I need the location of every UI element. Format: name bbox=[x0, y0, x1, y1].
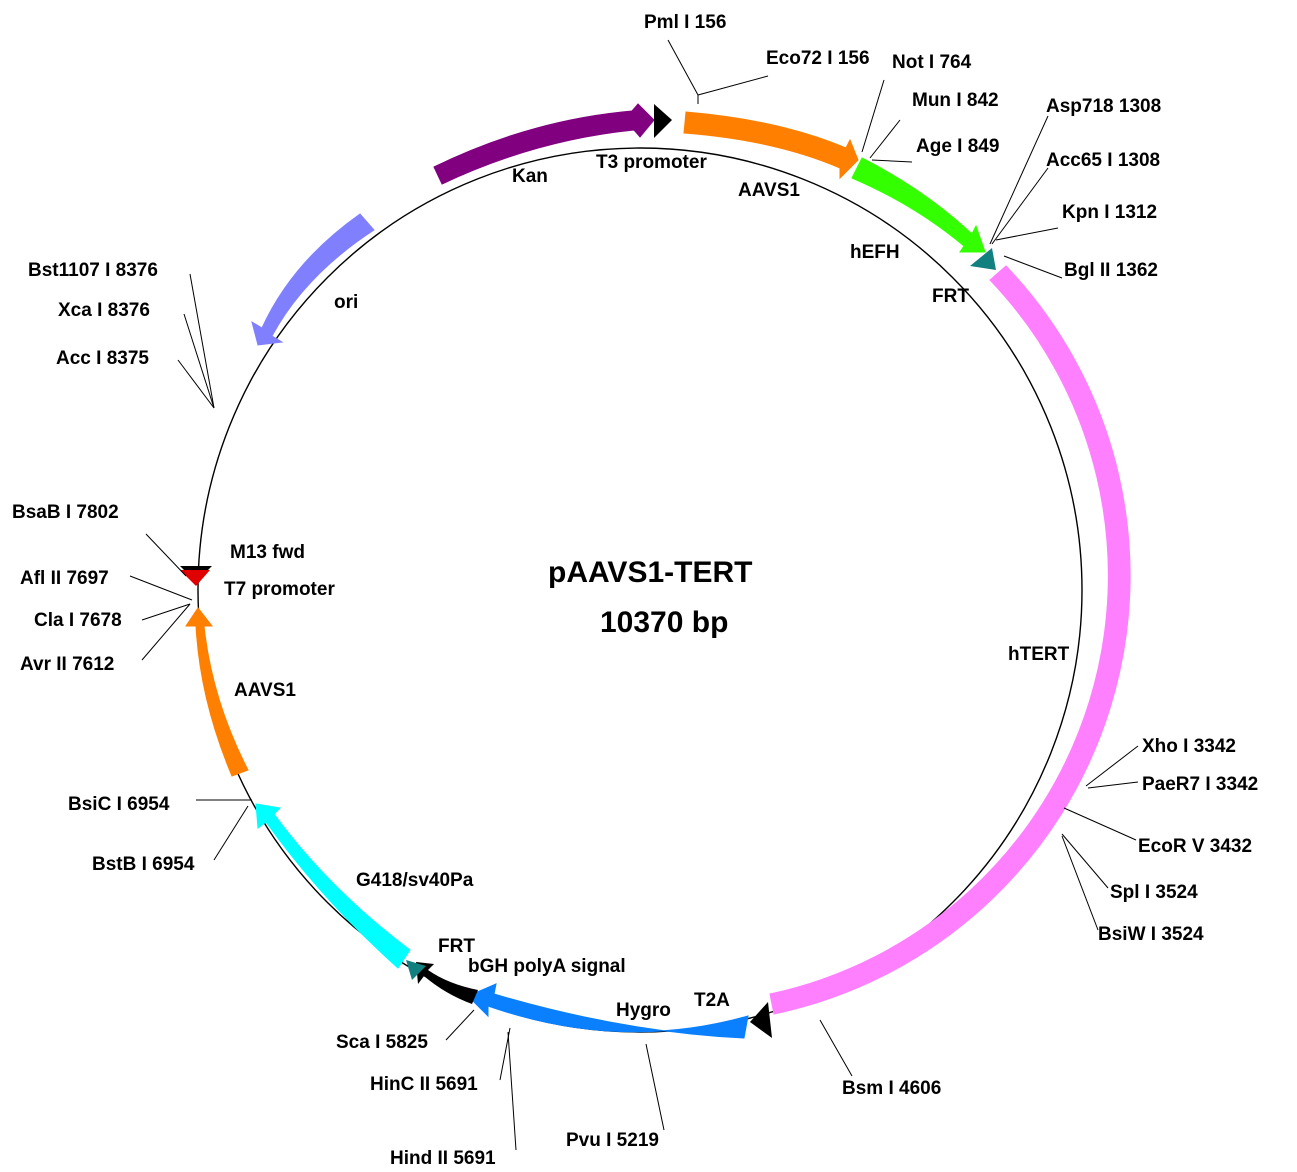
hygro-label: Hygro bbox=[616, 1000, 671, 1021]
aavs1-left-label: AAVS1 bbox=[234, 680, 296, 701]
site-xho: Xho I 3342 bbox=[1142, 736, 1236, 757]
site-pml: Pml I 156 bbox=[644, 12, 726, 33]
site-pvu: Pvu I 5219 bbox=[566, 1130, 659, 1151]
site-mun: Mun I 842 bbox=[912, 90, 999, 111]
site-leader-lines bbox=[129, 39, 1139, 1151]
t2a-label: T2A bbox=[694, 990, 730, 1011]
site-hinc: HinC II 5691 bbox=[370, 1074, 478, 1095]
site-not: Not I 764 bbox=[892, 52, 972, 73]
frt-bottom-label: FRT bbox=[438, 936, 475, 957]
site-bsm: Bsm I 4606 bbox=[842, 1078, 941, 1099]
aavs1-top-label: AAVS1 bbox=[738, 180, 800, 201]
site-spl: Spl I 3524 bbox=[1110, 882, 1198, 903]
kan-feature-arrow[interactable] bbox=[433, 103, 655, 185]
bgh-polya-label: bGH polyA signal bbox=[468, 956, 626, 977]
aavs1-top-feature-arrow[interactable] bbox=[683, 111, 859, 180]
t2a-feature-arrow[interactable] bbox=[750, 1002, 772, 1038]
site-age: Age I 849 bbox=[916, 136, 999, 157]
g418-feature-arrow[interactable] bbox=[255, 803, 411, 969]
frt-top-label: FRT bbox=[932, 286, 969, 307]
ori-feature-arrow[interactable] bbox=[251, 213, 375, 346]
plasmid-size: 10370 bp bbox=[600, 606, 728, 639]
bgh-polya-feature-arrow[interactable] bbox=[416, 962, 478, 1004]
site-sca: Sca I 5825 bbox=[336, 1032, 428, 1053]
site-bsiw: BsiW I 3524 bbox=[1098, 924, 1204, 945]
plasmid-name: pAAVS1-TERT bbox=[548, 556, 752, 589]
site-bgl: Bgl II 1362 bbox=[1064, 260, 1158, 281]
site-acc65: Acc65 I 1308 bbox=[1046, 150, 1160, 171]
htert-feature-arrow[interactable] bbox=[769, 265, 1131, 1015]
site-kpn: Kpn I 1312 bbox=[1062, 202, 1157, 223]
site-bstb: BstB I 6954 bbox=[92, 854, 195, 875]
hefh-feature-arrow[interactable] bbox=[851, 157, 986, 253]
t7-promoter-label: T7 promoter bbox=[224, 579, 335, 600]
site-bsab: BsaB I 7802 bbox=[12, 502, 119, 523]
site-paer7: PaeR7 I 3342 bbox=[1142, 774, 1258, 795]
site-asp718: Asp718 1308 bbox=[1046, 96, 1161, 117]
g418-label: G418/sv40Pa bbox=[356, 870, 474, 891]
t3-promoter-feature-arrow[interactable] bbox=[654, 104, 672, 138]
t3-promoter-label: T3 promoter bbox=[596, 152, 707, 173]
site-xca: Xca I 8376 bbox=[58, 300, 150, 321]
kan-label: Kan bbox=[512, 166, 548, 187]
m13-fwd-label: M13 fwd bbox=[230, 542, 305, 563]
htert-label: hTERT bbox=[1008, 644, 1070, 665]
frt-top-feature-arrow[interactable] bbox=[970, 248, 996, 270]
site-afl: Afl II 7697 bbox=[20, 568, 109, 589]
site-ecorv: EcoR V 3432 bbox=[1138, 836, 1252, 857]
m13-fwd-feature-arrow[interactable] bbox=[180, 570, 210, 586]
ori-label: ori bbox=[334, 292, 358, 313]
site-bst1107: Bst1107 I 8376 bbox=[28, 260, 158, 281]
site-avr: Avr II 7612 bbox=[20, 654, 114, 675]
hefh-label: hEFH bbox=[850, 242, 900, 263]
aavs1-left-feature-arrow[interactable] bbox=[185, 607, 249, 777]
site-bsic: BsiC I 6954 bbox=[68, 794, 170, 815]
site-eco72: Eco72 I 156 bbox=[766, 48, 870, 69]
site-acc: Acc I 8375 bbox=[56, 348, 149, 369]
site-cla: Cla I 7678 bbox=[34, 610, 122, 631]
frt-bottom-feature-arrow[interactable] bbox=[406, 960, 426, 980]
site-hind: Hind II 5691 bbox=[390, 1148, 496, 1169]
